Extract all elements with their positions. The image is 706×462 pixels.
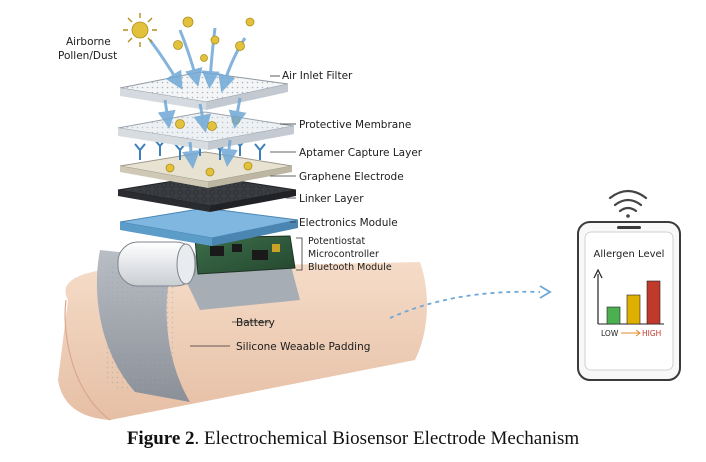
- label-protective-membrane: Protective Membrane: [299, 119, 411, 131]
- allergen-chart: [593, 268, 664, 325]
- figure-caption: Figure 2. Electrochemical Biosensor Elec…: [0, 428, 706, 450]
- low-to-high-arrow: [621, 329, 641, 337]
- captured-particles: [165, 161, 253, 177]
- air-inlet-filter-layer: [119, 71, 289, 110]
- allergen-level-title: Allergen Level: [594, 249, 665, 260]
- label-silicone-padding: Silicone Weaable Padding: [236, 341, 370, 353]
- label-microcontroller: Microcontroller: [308, 249, 379, 260]
- allergen-bar-high: [646, 280, 661, 325]
- wireless-link-arrowhead: [539, 285, 552, 299]
- figure-caption-number: Figure 2: [126, 428, 195, 449]
- pcb-board: [194, 235, 296, 275]
- allergen-bar-medium: [626, 294, 641, 325]
- wifi-icon: [608, 189, 648, 218]
- label-graphene-electrode: Graphene Electrode: [299, 171, 404, 183]
- label-air-inlet-filter: Air Inlet Filter: [282, 70, 353, 82]
- battery: [117, 241, 197, 287]
- label-pollen-line1: Airborne: [66, 36, 111, 48]
- label-aptamer-capture-layer: Aptamer Capture Layer: [299, 147, 423, 159]
- graphene-electrode-layer: [119, 151, 293, 188]
- allergen-bar-low: [606, 306, 621, 325]
- label-bluetooth-module: Bluetooth Module: [308, 262, 392, 273]
- leader-lines: [190, 75, 303, 347]
- label-electronics-module: Electronics Module: [299, 217, 398, 229]
- pollen-particles: [123, 13, 255, 62]
- axis-high-label: HIGH: [642, 329, 661, 338]
- label-pollen-line2: Pollen/Dust: [58, 50, 117, 62]
- figure-caption-text: . Electrochemical Biosensor Electrode Me…: [194, 428, 580, 449]
- label-linker-layer: Linker Layer: [299, 193, 364, 205]
- label-potentiostat: Potentiostat: [308, 236, 365, 247]
- electronics-module-layer: [119, 207, 299, 246]
- label-battery: Battery: [236, 317, 275, 329]
- linker-layer: [117, 175, 297, 212]
- axis-low-label: LOW: [601, 329, 619, 338]
- airflow-arrows: [148, 27, 247, 169]
